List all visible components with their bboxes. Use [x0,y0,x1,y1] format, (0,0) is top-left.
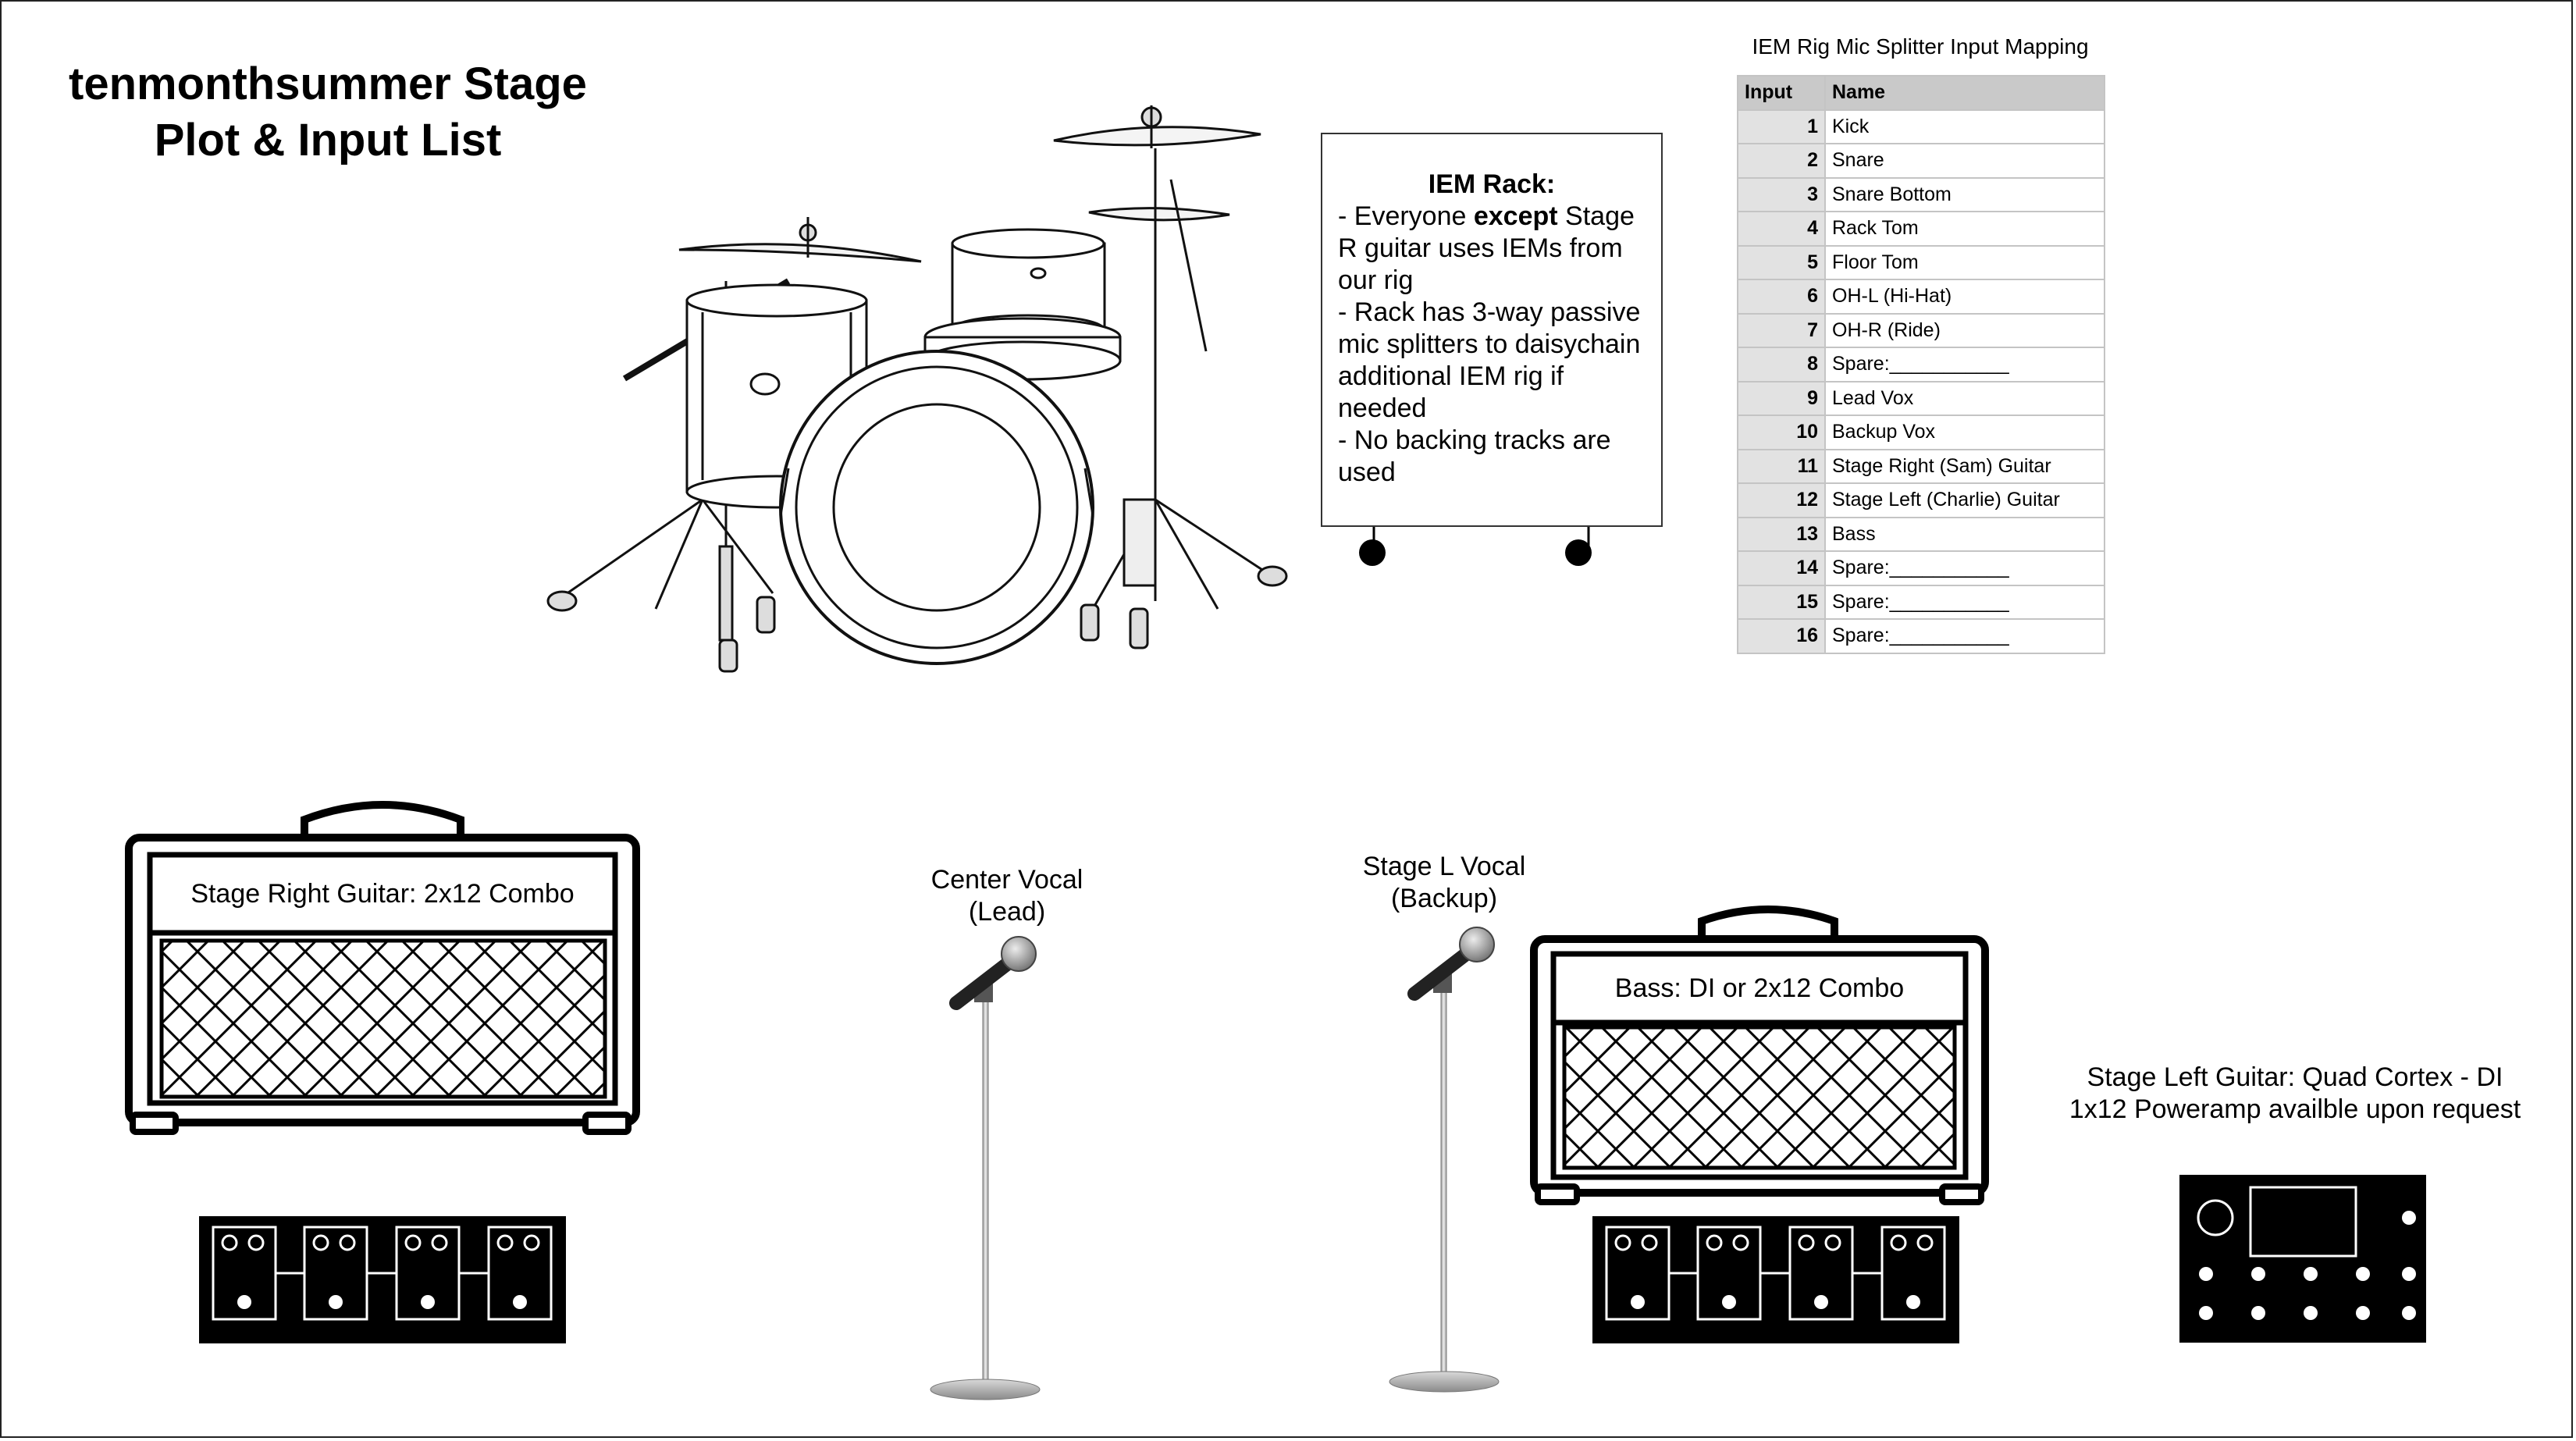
iem-rack-line1-bold: except [1473,201,1558,231]
iem-rack-line2: - Rack has 3-way passive mic splitters t… [1338,297,1641,423]
drum-kit-icon [546,105,1288,673]
stage-l-vocal-label: Stage L Vocal (Backup) [1288,851,1600,915]
input-number: 8 [1737,347,1826,382]
input-number: 3 [1737,176,1826,212]
input-name: Kick [1824,109,2105,144]
input-name: Stage Right (Sam) Guitar [1824,448,2105,484]
bass-amp-label: Bass: DI or 2x12 Combo [1614,973,1905,1003]
input-name: Snare Bottom [1824,176,2105,212]
input-number: 9 [1737,380,1826,416]
amp-icon [1530,906,1989,1205]
input-table-header-input: Input [1737,75,1826,111]
input-name: Lead Vox [1824,380,2105,416]
input-name: Stage Left (Charlie) Guitar [1824,482,2105,518]
input-name: Rack Tom [1824,211,2105,247]
stage-left-guitar-label-line1: Stage Left Guitar: Quad Cortex - DI [2087,1062,2503,1092]
input-number: 12 [1737,482,1826,518]
input-number: 6 [1737,279,1826,315]
input-name: Backup Vox [1824,415,2105,450]
iem-rack-line1-pre: - Everyone [1338,201,1474,231]
input-name: Spare:___________ [1824,618,2105,654]
input-name: Spare:___________ [1824,584,2105,620]
input-name: Bass [1824,516,2105,552]
page-title-line2: Plot & Input List [154,115,502,165]
input-number: 5 [1737,244,1826,280]
microphone-icon [930,936,1041,1400]
center-vocal-label: Center Vocal (Lead) [851,864,1163,928]
pedalboard-icon [1592,1216,1959,1343]
input-number: 1 [1737,109,1826,144]
stage-left-guitar-label-line2: 1x12 Poweramp availble upon request [2069,1094,2521,1124]
iem-rack-heading: IEM Rack: [1428,169,1556,199]
stage-l-vocal-label-line1: Stage L Vocal [1362,852,1526,881]
center-vocal-label-line1: Center Vocal [930,865,1083,895]
input-table-header-row: Input Name [1737,75,2105,111]
pedalboard-icon [199,1216,566,1343]
input-number: 15 [1737,584,1826,620]
iem-rack-line3: - No backing tracks are used [1338,425,1611,487]
iem-rack-line1-post: Stage R guitar uses IEMs from our rig [1338,201,1635,295]
page-title: tenmonthsummer Stage Plot & Input List [55,56,601,169]
input-number: 2 [1737,143,1826,179]
input-number: 14 [1737,550,1826,586]
stage-left-guitar-label: Stage Left Guitar: Quad Cortex - DI 1x12… [2030,1062,2560,1126]
iem-rack-line1: - Everyone except Stage R guitar uses IE… [1338,201,1646,297]
input-name: OH-L (Hi-Hat) [1824,279,2105,315]
input-table-header-name: Name [1824,75,2105,111]
stage-right-amp-label: Stage Right Guitar: 2x12 Combo [190,878,575,909]
input-name: OH-R (Ride) [1824,312,2105,348]
iem-rack-note: IEM Rack: - Everyone except Stage R guit… [1321,133,1663,527]
stage-l-vocal-label-line2: (Backup) [1390,884,1498,913]
input-table-title: IEM Rig Mic Splitter Input Mapping [1752,34,2089,59]
input-number: 11 [1737,448,1826,484]
input-number: 4 [1737,211,1826,247]
input-name: Spare:___________ [1824,550,2105,586]
page-title-line1: tenmonthsummer Stage [69,59,587,109]
quad-cortex-icon [2179,1175,2426,1343]
input-name: Floor Tom [1824,244,2105,280]
input-number: 10 [1737,415,1826,450]
rack-wheel-icon [1359,527,1592,566]
center-vocal-label-line2: (Lead) [968,897,1046,927]
amp-icon [125,801,640,1135]
input-name: Snare [1824,143,2105,179]
input-number: 7 [1737,312,1826,348]
microphone-icon [1389,927,1500,1393]
input-number: 13 [1737,516,1826,552]
input-name: Spare:___________ [1824,347,2105,382]
input-number: 16 [1737,618,1826,654]
